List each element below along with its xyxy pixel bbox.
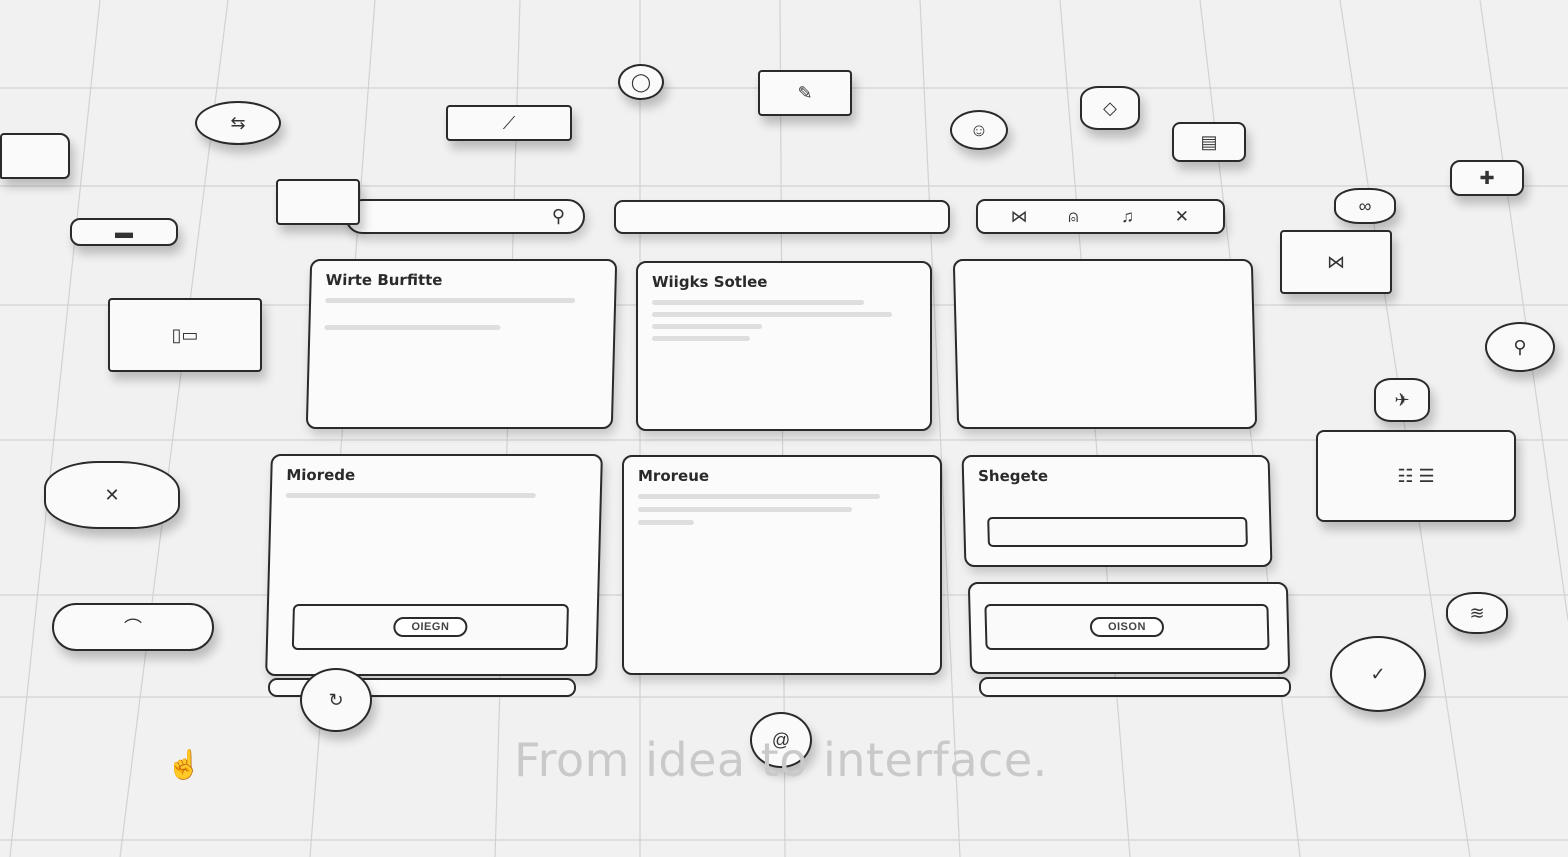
text-placeholder-bar (652, 300, 864, 305)
edit-window-icon: ✎ (758, 70, 852, 116)
card-mroreue: Mroreue (622, 455, 942, 675)
swap-arrows-icon: ⇆ (195, 101, 281, 145)
folder-icon: ▤ (1172, 122, 1246, 162)
check-circle-icon: ✓ (1330, 636, 1426, 712)
search-bar[interactable]: ⚲ (345, 199, 585, 234)
user-icon: ☺ (950, 110, 1008, 150)
action-panel: OIEGN (291, 604, 569, 650)
card-wirte-burfitte: Wirte Burfitte (305, 259, 618, 429)
text-placeholder-bar (638, 494, 880, 499)
monitor-icon (276, 179, 360, 225)
card-title: Wiigks Sotlee (652, 273, 768, 291)
diamond-circle-icon: ◇ (1080, 86, 1140, 130)
tagline: From idea to interface. (514, 733, 1048, 787)
lock-icon[interactable]: ⍝ (1068, 206, 1079, 226)
text-placeholder-bar (638, 507, 852, 512)
toggle-icon: ⌒ (52, 603, 214, 651)
shield-icon: ✈ (1374, 378, 1430, 422)
card-miorede: Miorede OIEGN (265, 454, 603, 676)
bell-icon[interactable]: ♫ (1121, 206, 1134, 226)
window-controls: ⋈ ⍝ ♫ ✕ (976, 199, 1225, 234)
wifi-cloud-icon: ≋ (1446, 592, 1508, 634)
card-title: Miorede (286, 466, 356, 484)
text-placeholder-bar (652, 312, 892, 317)
chat-bubble-icon: ✕ (44, 461, 180, 529)
text-placeholder-bar (285, 493, 536, 498)
hand-cursor-icon: ☝ (166, 748, 202, 780)
text-placeholder-bar (652, 324, 762, 329)
card-empty (952, 259, 1258, 429)
card-shegete: Shegete (961, 455, 1273, 567)
text-placeholder-bar (652, 336, 750, 341)
profile-card-icon: ☷ ☰ (1316, 430, 1516, 522)
puzzle-icon: ✚ (1450, 160, 1524, 196)
text-input-field[interactable] (987, 517, 1248, 547)
slider-icon: ⟋ (446, 105, 572, 141)
card-title: Shegete (977, 467, 1049, 485)
card-action: OISON (967, 582, 1291, 674)
layout-panels-icon: ▯▭ (108, 298, 262, 372)
action-panel: OISON (984, 604, 1270, 650)
text-placeholder-bar (325, 298, 576, 303)
speech-bubble-icon (0, 133, 70, 179)
card-wiigks-sotlee: Wiigks Sotlee (636, 261, 932, 431)
cloud-link-icon: ∞ (1334, 188, 1396, 224)
card-title: Wirte Burfitte (325, 271, 443, 289)
search-icon[interactable]: ⚲ (551, 206, 565, 226)
bowtie-icon[interactable]: ⋈ (1010, 206, 1028, 226)
share-nodes-icon: ⚲ (1485, 322, 1555, 372)
refresh-icon: ↻ (300, 668, 372, 732)
text-placeholder-bar (324, 325, 501, 330)
close-icon[interactable]: ✕ (1174, 206, 1189, 226)
search-lens-icon: ◯ (618, 64, 664, 100)
text-placeholder-bar (638, 520, 694, 525)
close-button[interactable]: OISON (1089, 617, 1165, 637)
card-title: Mroreue (638, 467, 710, 485)
open-button[interactable]: OIEGN (393, 617, 468, 637)
address-bar[interactable] (614, 200, 950, 234)
card-footer-strip (979, 677, 1291, 697)
swirl-icon: @ (750, 712, 812, 768)
image-frame-icon: ⋈ (1280, 230, 1392, 294)
progress-pill-icon: ▬ (70, 218, 178, 246)
